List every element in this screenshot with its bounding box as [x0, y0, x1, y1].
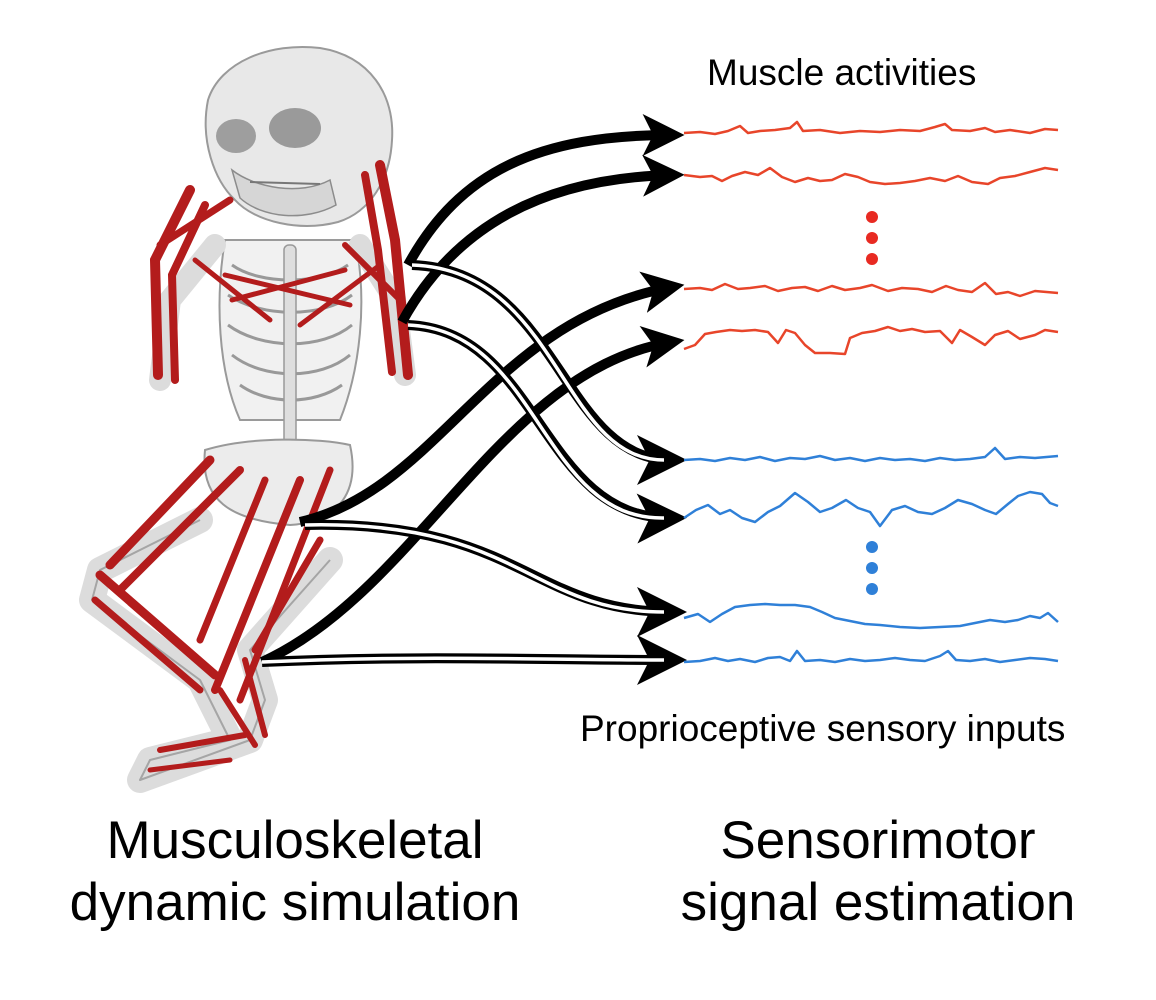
caption-musculoskeletal-simulation: Musculoskeletal dynamic simulation	[35, 810, 555, 934]
arrow-sensory-2	[407, 320, 687, 544]
arrow-sensory-3	[304, 519, 687, 637]
muscle-trace-4	[683, 325, 1059, 356]
proprioceptive-inputs-label: Proprioceptive sensory inputs	[580, 708, 1066, 749]
musculoskeletal-model	[79, 46, 416, 793]
muscle-activity-traces	[683, 120, 1059, 356]
sensory-trace-4	[683, 649, 1059, 664]
caption-sensorimotor-estimation: Sensorimotor signal estimation	[648, 810, 1108, 934]
arrow-muscle-4	[259, 326, 685, 667]
muscle-trace-2	[683, 166, 1059, 186]
sensory-ellipsis	[866, 541, 878, 595]
sensory-input-traces	[683, 446, 1059, 664]
muscle-activities-label: Muscle activities	[707, 52, 977, 93]
muscle-trace-1	[683, 120, 1059, 136]
arrow-sensory-4	[261, 634, 687, 685]
arrow-muscle-3	[298, 271, 685, 527]
connection-arrows	[259, 114, 687, 685]
left-arm	[149, 234, 226, 391]
caption-left-line1: Musculoskeletal	[106, 811, 484, 870]
sensory-trace-1	[683, 446, 1059, 463]
muscle-ellipsis	[866, 211, 878, 265]
sensory-trace-3	[683, 602, 1059, 630]
skull	[204, 46, 394, 227]
muscles	[91, 160, 413, 773]
caption-left-line2: dynamic simulation	[69, 873, 521, 932]
arrow-muscle-2	[397, 154, 685, 325]
caption-right-line1: Sensorimotor	[720, 811, 1036, 870]
muscle-trace-3	[683, 281, 1059, 298]
arrow-sensory-1	[411, 260, 687, 485]
arrow-muscle-1	[403, 114, 685, 268]
sensory-trace-2	[683, 490, 1059, 528]
caption-right-line2: signal estimation	[680, 873, 1076, 932]
